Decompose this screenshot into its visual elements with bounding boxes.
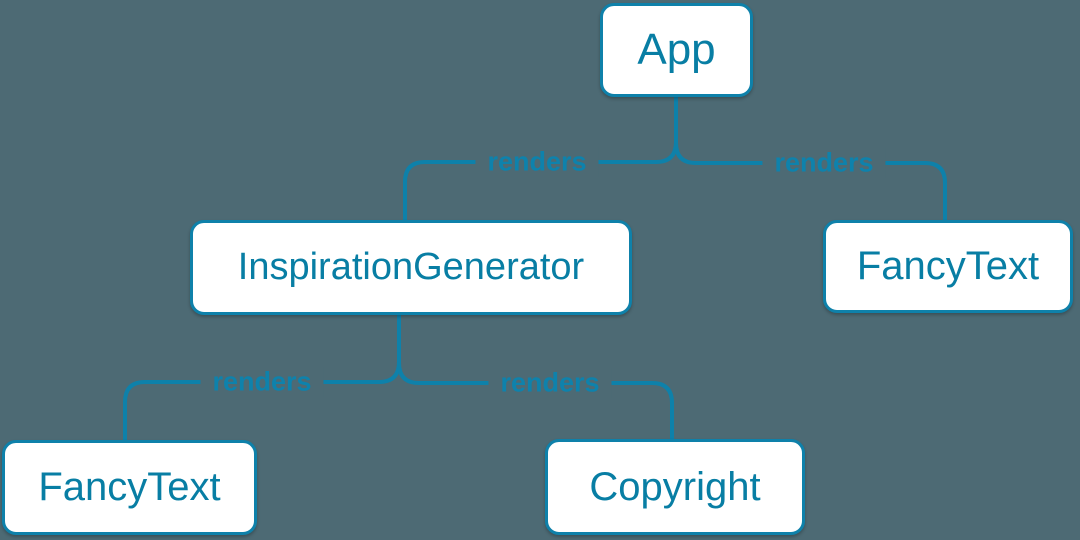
node-app-label: App [637, 25, 716, 74]
node-fancytext-bottom-label: FancyText [38, 465, 221, 509]
node-copyright-label: Copyright [589, 464, 761, 509]
node-fancytext-top-label: FancyText [856, 244, 1040, 288]
edge-label-app-inspirationgenerator: renders [475, 146, 599, 178]
node-app: App [600, 3, 753, 97]
edge-label-inspirationgenerator-copyright: renders [488, 367, 612, 399]
node-fancytext-bottom: FancyText [2, 440, 257, 535]
node-inspiration-generator-label: InspirationGenerator [237, 246, 585, 288]
node-fancytext-top: FancyText [823, 220, 1073, 313]
edge-label-app-fancytext: renders [762, 147, 886, 179]
edge-label-inspirationgenerator-fancytext: renders [200, 366, 324, 398]
node-copyright: Copyright [545, 439, 805, 535]
node-inspiration-generator: InspirationGenerator [190, 220, 632, 315]
